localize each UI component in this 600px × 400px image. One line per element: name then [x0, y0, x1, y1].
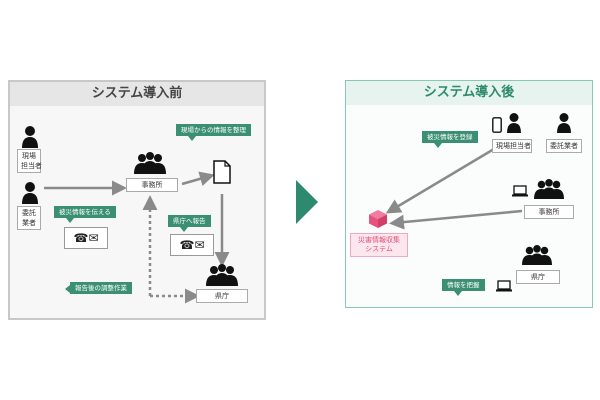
group-icon	[534, 179, 564, 199]
after-prefecture-label: 県庁	[516, 270, 560, 284]
arrow-office-to-doc	[181, 171, 215, 186]
arrow-field-to-system	[385, 147, 495, 214]
group-icon	[134, 152, 166, 174]
before-contractor-label: 委託 業者	[17, 206, 41, 230]
callout-grasp: 情報を把握	[442, 279, 485, 296]
callout-organize: 現場からの情報を整理	[176, 124, 251, 141]
arrow-office-to-system	[389, 209, 523, 230]
group-icon	[522, 245, 552, 265]
before-arrows	[44, 171, 230, 304]
phone-icon: ☎	[73, 231, 89, 245]
after-office-label: 事務所	[524, 205, 574, 219]
callout-register: 被災情報を登録	[422, 131, 478, 148]
person-icon	[557, 113, 571, 133]
phone-icon: ☎	[179, 238, 195, 252]
before-office-label: 事務所	[126, 178, 178, 192]
callout-report-damage: 被災情報を伝える	[54, 206, 116, 223]
after-panel: システム導入後 被災情報を登録 現場担当者 委託業者 事務所 災害情報収集 シ	[345, 80, 593, 308]
next-arrow-icon	[296, 180, 318, 224]
group-icon	[206, 264, 238, 286]
before-title: システム導入前	[10, 82, 264, 106]
laptop-icon	[496, 280, 512, 292]
mail-icon: ✉	[88, 231, 99, 245]
after-arrows	[385, 147, 523, 230]
before-prefecture-label: 県庁	[196, 289, 248, 303]
document-icon	[213, 160, 231, 184]
before-panel: システム導入前 現場 担当者 委託 業者 事務所 現場からの情報を	[8, 80, 266, 320]
smartphone-icon	[492, 117, 502, 133]
person-icon	[22, 182, 38, 204]
before-comm-box-2: ☎✉	[170, 234, 214, 256]
callout-adjust: 報告後の調整作業	[65, 282, 132, 294]
after-contractor-label: 委託業者	[546, 139, 582, 153]
person-icon	[507, 113, 521, 133]
laptop-icon	[512, 185, 528, 197]
after-title: システム導入後	[346, 81, 592, 105]
cube-icon	[369, 210, 387, 228]
before-comm-box-1: ☎✉	[64, 227, 108, 249]
mail-icon: ✉	[194, 238, 205, 252]
person-icon	[22, 126, 38, 148]
after-field-staff-label: 現場担当者	[492, 139, 532, 153]
before-field-staff-label: 現場 担当者	[17, 149, 42, 173]
after-system-label: 災害情報収集 システム	[350, 233, 408, 257]
callout-report-pref: 県庁へ報告	[168, 215, 211, 232]
